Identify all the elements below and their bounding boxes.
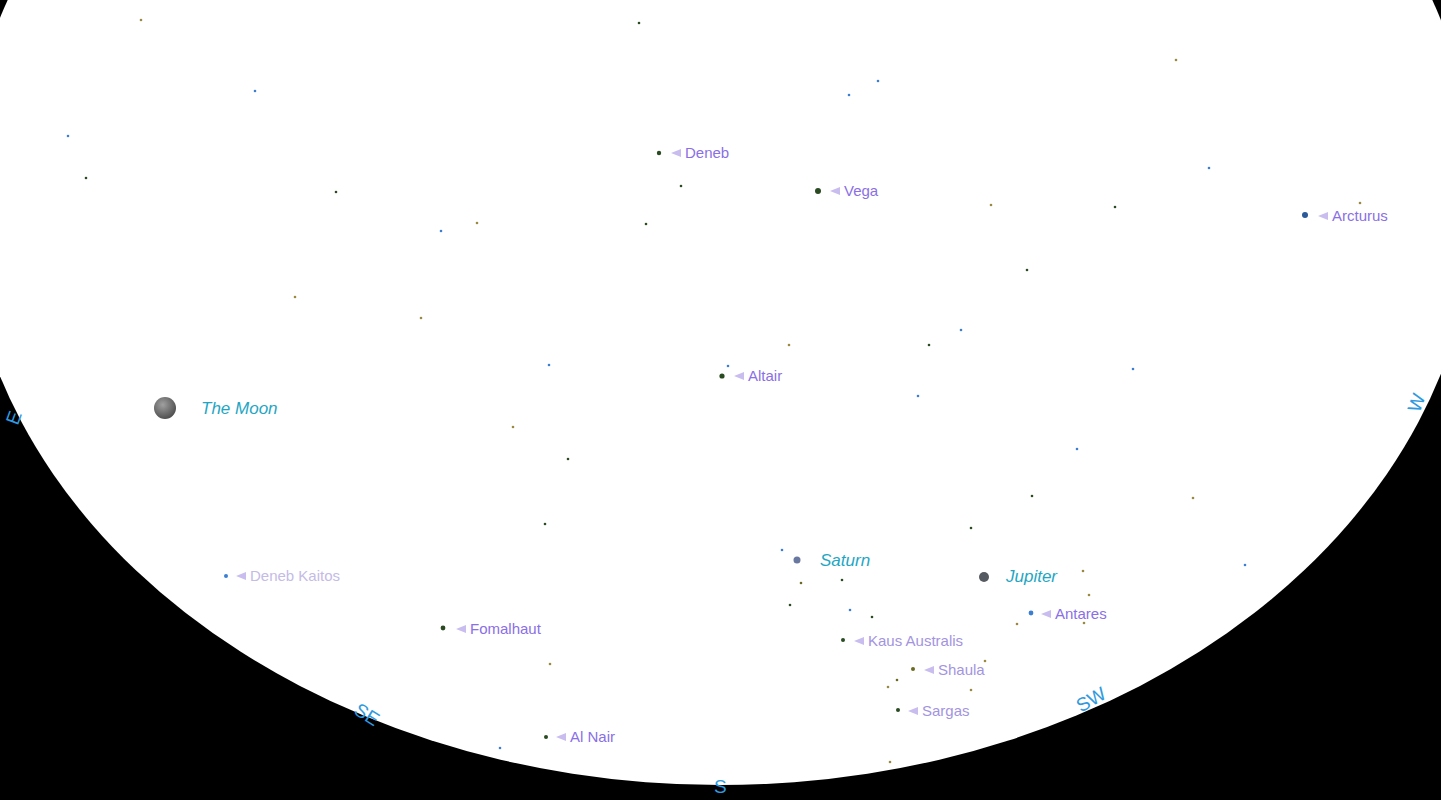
sky-object xyxy=(794,557,801,564)
star-dot xyxy=(727,365,730,368)
pointer-mark xyxy=(908,707,918,715)
star-dot xyxy=(544,523,547,526)
star-dot xyxy=(788,344,791,347)
planet-label: Saturn xyxy=(820,552,870,570)
star-label: Vega xyxy=(844,182,878,200)
star-dot xyxy=(781,549,784,552)
sky-object xyxy=(1302,212,1308,218)
star-dot xyxy=(499,747,502,750)
star-dot xyxy=(335,191,338,194)
star-dot xyxy=(887,686,890,689)
sky-object xyxy=(896,708,900,712)
star-dot xyxy=(970,527,973,530)
star-label: Antares xyxy=(1055,605,1107,623)
star-label: Shaula xyxy=(938,661,985,679)
star-dot xyxy=(1076,448,1079,451)
moon-disc xyxy=(154,397,176,419)
star-dot xyxy=(1244,564,1247,567)
star-label: Altair xyxy=(748,367,782,385)
star-dot xyxy=(871,616,874,619)
star-dot xyxy=(1208,167,1211,170)
star-dot xyxy=(85,177,88,180)
star-dot xyxy=(548,364,551,367)
compass-label: SE xyxy=(350,699,383,731)
pointer-mark xyxy=(456,625,466,633)
star-dot xyxy=(848,94,851,97)
star-dot xyxy=(841,579,844,582)
pointer-mark xyxy=(924,666,934,674)
star-dot xyxy=(254,90,257,93)
star-dot xyxy=(896,679,899,682)
star-dot xyxy=(420,317,423,320)
star-dot xyxy=(140,19,143,22)
star-dot xyxy=(1031,495,1034,498)
star-dot xyxy=(889,761,892,764)
pointer-mark xyxy=(556,733,566,741)
star-label: Arcturus xyxy=(1332,207,1388,225)
star-dot xyxy=(476,222,479,225)
sky-object xyxy=(719,373,724,378)
star-dot xyxy=(960,329,963,332)
star-dot xyxy=(1088,594,1091,597)
pointer-mark xyxy=(830,187,840,195)
star-label: Sargas xyxy=(922,702,970,720)
star-dot xyxy=(680,185,683,188)
star-dot xyxy=(917,395,920,398)
sky-object xyxy=(224,574,228,578)
star-dot xyxy=(789,604,792,607)
star-dot xyxy=(1083,622,1086,625)
star-dot xyxy=(294,296,297,299)
star-label: Kaus Australis xyxy=(868,632,963,650)
star-dot xyxy=(1132,368,1135,371)
star-dot xyxy=(1016,623,1019,626)
compass-label: S xyxy=(714,776,727,798)
compass-label: SW xyxy=(1073,683,1111,717)
star-dot xyxy=(67,135,70,138)
star-dot xyxy=(638,22,641,25)
sky-object xyxy=(657,151,661,155)
star-dot xyxy=(1359,202,1362,205)
star-dot xyxy=(549,663,552,666)
compass-label: W xyxy=(1404,391,1431,415)
star-dot xyxy=(1026,269,1029,272)
pointer-mark xyxy=(236,572,246,580)
planet-label: Jupiter xyxy=(1006,568,1057,586)
sky-object xyxy=(441,626,446,631)
star-dot xyxy=(928,344,931,347)
star-dot xyxy=(567,458,570,461)
star-dot xyxy=(1192,497,1195,500)
pointer-mark xyxy=(1318,212,1328,220)
star-dot xyxy=(512,426,515,429)
star-label: Al Nair xyxy=(570,728,615,746)
sky-object xyxy=(911,667,915,671)
star-label: Deneb Kaitos xyxy=(250,567,340,585)
pointer-mark xyxy=(671,149,681,157)
star-dot xyxy=(645,223,648,226)
sky-object xyxy=(815,188,821,194)
star-dot xyxy=(970,689,973,692)
star-dot xyxy=(1114,206,1117,209)
sky-object xyxy=(544,735,548,739)
sky-object xyxy=(979,572,989,582)
star-dot xyxy=(800,582,803,585)
sky-object xyxy=(1029,611,1034,616)
star-label: Fomalhaut xyxy=(470,620,541,638)
star-dot xyxy=(1082,570,1085,573)
sky-object xyxy=(841,638,845,642)
star-dot xyxy=(990,204,993,207)
pointer-mark xyxy=(854,637,864,645)
star-dot xyxy=(849,609,852,612)
star-label: Deneb xyxy=(685,144,729,162)
star-dot xyxy=(877,80,880,83)
pointer-mark xyxy=(1041,610,1051,618)
pointer-mark xyxy=(734,372,744,380)
planet-label: The Moon xyxy=(201,400,278,418)
star-dot xyxy=(1175,59,1178,62)
star-dot xyxy=(440,230,443,233)
compass-label: E xyxy=(2,408,27,427)
